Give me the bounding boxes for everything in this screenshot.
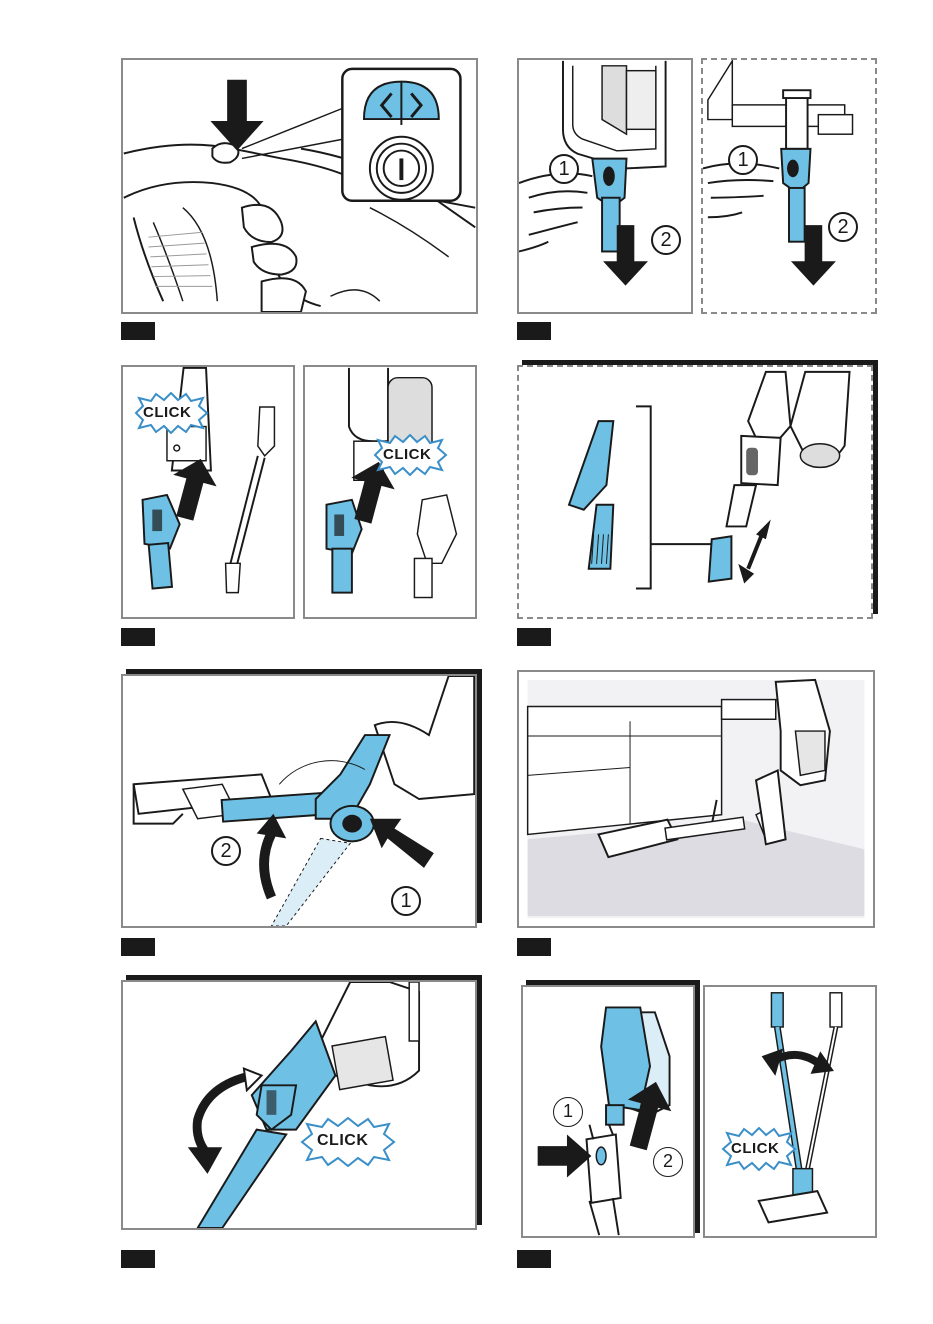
click-label: CLICK [731,1140,779,1157]
right-arrow-icon [538,1134,592,1177]
fold-handle-illustration [123,982,475,1228]
remove-tube-alt-illustration [703,60,875,312]
figure-panel-3b: CLICK [303,365,477,619]
remove-tube-illustration [519,60,691,312]
diagonal-arrow-icon [370,819,434,868]
step-label-block-1 [121,322,155,340]
click-label: CLICK [317,1132,368,1150]
click-label: CLICK [143,404,191,421]
figure-panel-2b: 1 2 [701,58,877,314]
figure-panel-3a: CLICK [121,365,295,619]
step-marker-1: 1 [728,145,758,175]
figure-panel-8a: 1 2 [521,985,695,1238]
hand-pressing-button-illustration [123,60,476,312]
step-label-block-3 [121,628,155,646]
step-marker-2: 2 [653,1147,683,1177]
figure-panel-5: 2 1 [121,674,477,928]
attach-tool-handle-illustration [305,367,475,617]
figure-panel-8b: CLICK [703,985,877,1238]
step-label-block-2 [517,322,551,340]
accessory-tools-illustration [519,367,871,617]
convert-upright-illustration [705,987,875,1236]
step-label-block-4 [517,628,551,646]
step-label-block-7 [121,1250,155,1268]
figure-panel-1 [121,58,478,314]
step-marker-1: 1 [549,154,579,184]
curved-arrow-icon [257,814,287,898]
step-marker-1: 1 [553,1097,583,1127]
step-label-block-6 [517,938,551,956]
step-label-block-8 [517,1250,551,1268]
step-marker-2: 2 [828,212,858,242]
double-arrow-icon [738,520,770,584]
cleaning-under-furniture-illustration [519,672,873,926]
step-marker-2: 2 [651,225,681,255]
click-label: CLICK [383,446,431,463]
step-marker-1: 1 [391,886,421,916]
detach-tube-illustration [523,987,693,1236]
curved-arrow-icon [762,1048,834,1075]
down-arrow-icon [210,80,263,151]
step-label-block-5 [121,938,155,956]
figure-panel-6 [517,670,875,928]
figure-panel-2a: 1 2 [517,58,693,314]
figure-panel-7: CLICK [121,980,477,1230]
bend-joint-illustration [123,676,475,926]
figure-panel-4 [517,365,873,619]
step-marker-2: 2 [211,836,241,866]
